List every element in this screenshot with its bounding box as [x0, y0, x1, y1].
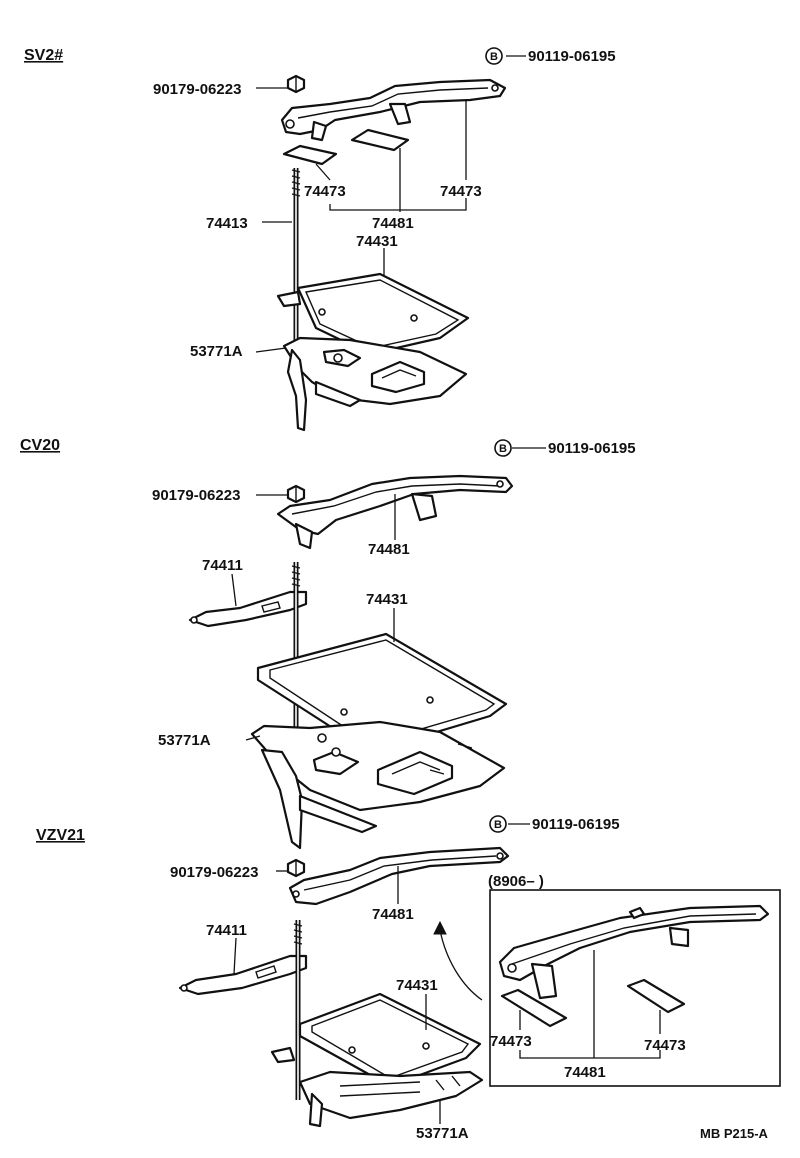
battery-tray: [276, 272, 470, 356]
label-nut: 90179-06223: [153, 81, 241, 98]
label-tray: 74431: [396, 977, 438, 994]
inset-pad-right: [626, 978, 686, 1014]
hold-down-clamp: [276, 474, 514, 536]
tray-bracket: [298, 1070, 484, 1128]
label-bolt: 90119-06195: [548, 440, 636, 457]
section-cv20: CV20 B: [20, 437, 636, 850]
battery-tray: [256, 632, 508, 754]
label-bracket: 53771A: [416, 1125, 469, 1142]
section-label-sv2: SV2#: [24, 47, 63, 64]
tray-bracket: [250, 720, 506, 850]
inset-variant-box: (8906– ) 74473 74473 74481: [433, 873, 781, 1087]
inset-label-pad-b: 74473: [644, 1037, 686, 1054]
drawing-code: MB P215-A: [700, 1126, 769, 1141]
inset-label-clamp: 74481: [564, 1064, 606, 1081]
hex-nut: [286, 858, 306, 878]
label-pad-a: 74473: [304, 183, 346, 200]
label-nut: 90179-06223: [170, 864, 258, 881]
label-pad-b: 74473: [440, 183, 482, 200]
label-clamp: 74481: [372, 215, 414, 232]
svg-text:B: B: [494, 819, 502, 831]
tray-bracket: [282, 336, 468, 432]
pad-left: [282, 144, 338, 166]
label-nut: 90179-06223: [152, 487, 240, 504]
hold-down-rod: [293, 920, 303, 1100]
bolt-b-marker: B: [494, 439, 512, 457]
section-vzv21: VZV21 B: [36, 815, 620, 1142]
battery-tray: [270, 992, 482, 1088]
label-bolt: 90119-06195: [528, 48, 616, 65]
pad-right: [350, 128, 410, 152]
section-label-vzv21: VZV21: [36, 827, 85, 844]
hold-down-hook: [178, 954, 308, 996]
label-clamp: 74481: [372, 906, 414, 923]
inset-label-pad-a: 74473: [490, 1033, 532, 1050]
label-bolt: 90119-06195: [532, 816, 620, 833]
label-clamp: 74481: [368, 541, 410, 558]
hold-down-rod: [291, 562, 301, 738]
inset-date-code: (8906– ): [488, 873, 544, 890]
label-hook: 74411: [202, 557, 243, 574]
hold-down-hook: [188, 590, 308, 628]
hex-nut: [286, 74, 306, 94]
bolt-b-marker: B: [489, 815, 507, 833]
hold-down-clamp: [288, 846, 510, 906]
label-tray: 74431: [356, 233, 398, 250]
bolt-b-marker: B: [485, 47, 503, 65]
section-sv2: SV2# B: [24, 47, 616, 432]
inset-pad-left: [500, 988, 568, 1028]
label-bracket: 53771A: [158, 732, 211, 749]
svg-text:B: B: [499, 443, 507, 455]
inset-arrow: [439, 929, 483, 1001]
label-bracket: 53771A: [190, 343, 243, 360]
hex-nut: [286, 484, 306, 504]
label-hook: 74411: [206, 922, 247, 939]
label-rod: 74413: [206, 215, 248, 232]
label-tray: 74431: [366, 591, 408, 608]
svg-text:B: B: [490, 51, 498, 63]
section-label-cv20: CV20: [20, 437, 60, 454]
